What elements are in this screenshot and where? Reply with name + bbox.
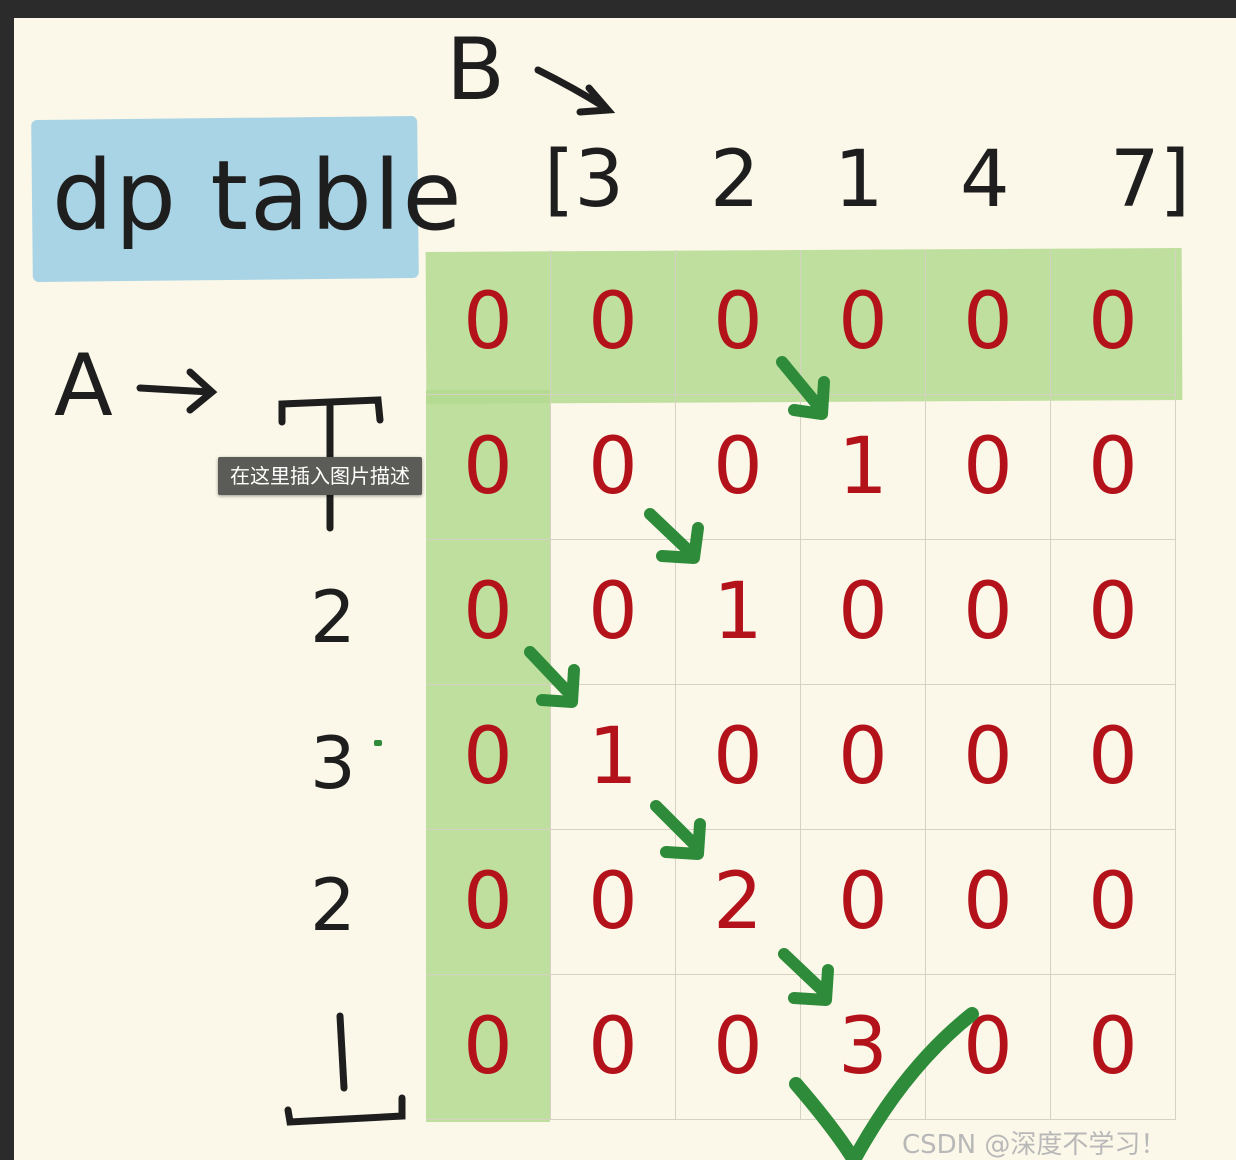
- diagram-title: dp table: [52, 140, 464, 252]
- dp-cell: 0: [426, 540, 551, 685]
- dp-cell: 0: [551, 250, 676, 395]
- watermark: CSDN @深度不学习！: [902, 1130, 1167, 1160]
- dp-cell: 0: [426, 975, 551, 1120]
- diagonal-arrows: [524, 356, 979, 1160]
- dp-cell: 0: [676, 250, 801, 395]
- down-right-arrow-icon: [650, 800, 706, 860]
- array-a-item: 2: [310, 575, 356, 659]
- dp-cell: 0: [676, 395, 801, 540]
- pointer-arrows: [136, 66, 616, 1126]
- array-a-item: 3: [310, 721, 356, 805]
- ink-dot: [374, 740, 382, 746]
- array-b-item: 7]: [1110, 135, 1191, 225]
- a-pointer-arrow-icon: [136, 368, 218, 414]
- dp-cell: 0: [426, 250, 551, 395]
- array-b-item: 1: [834, 135, 884, 225]
- dp-cell: 0: [1051, 975, 1176, 1120]
- dp-cell: 0: [676, 685, 801, 830]
- dp-cell: 0: [926, 830, 1051, 975]
- dp-cell: 0: [426, 395, 551, 540]
- dp-cell: 0: [551, 540, 676, 685]
- down-right-arrow-icon: [778, 948, 834, 1006]
- down-right-arrow-icon: [776, 356, 830, 420]
- bracket-bottom-icon: [284, 1012, 406, 1126]
- dp-cell: 0: [1051, 250, 1176, 395]
- dp-cell: 0: [926, 685, 1051, 830]
- dp-cell: 0: [426, 830, 551, 975]
- array-b-item: [3: [544, 135, 625, 225]
- dp-cell: 1: [676, 540, 801, 685]
- label-a: A: [54, 336, 113, 436]
- b-pointer-arrow-icon: [534, 66, 616, 116]
- dp-cell: 0: [1051, 395, 1176, 540]
- dp-cell: 0: [801, 685, 926, 830]
- down-right-arrow-icon: [644, 508, 704, 564]
- array-b-item: 4: [960, 135, 1010, 225]
- dp-cell: 0: [1051, 540, 1176, 685]
- down-right-arrow-icon: [524, 646, 580, 708]
- dp-cell: 1: [801, 395, 926, 540]
- array-b-item: 2: [710, 135, 760, 225]
- dp-cell: 0: [551, 395, 676, 540]
- dp-cell: 0: [551, 830, 676, 975]
- label-b: B: [446, 20, 505, 120]
- dp-cell: 0: [426, 685, 551, 830]
- image-caption-tooltip: 在这里插入图片描述: [218, 457, 422, 495]
- base-column-highlight: [426, 390, 550, 1122]
- dp-cell: 0: [926, 250, 1051, 395]
- dp-cell: 1: [551, 685, 676, 830]
- dp-cell: 0: [801, 250, 926, 395]
- dp-cell: 0: [926, 540, 1051, 685]
- dp-cell: 0: [1051, 685, 1176, 830]
- dp-cell: 0: [801, 540, 926, 685]
- dp-cell: 0: [1051, 830, 1176, 975]
- dp-cell: 0: [676, 975, 801, 1120]
- array-a-item: 2: [310, 863, 356, 947]
- dp-cell: 0: [926, 395, 1051, 540]
- dp-cell: 0: [801, 830, 926, 975]
- check-icon: [789, 1007, 979, 1160]
- dp-cell: 2: [676, 830, 801, 975]
- dp-cell: 0: [551, 975, 676, 1120]
